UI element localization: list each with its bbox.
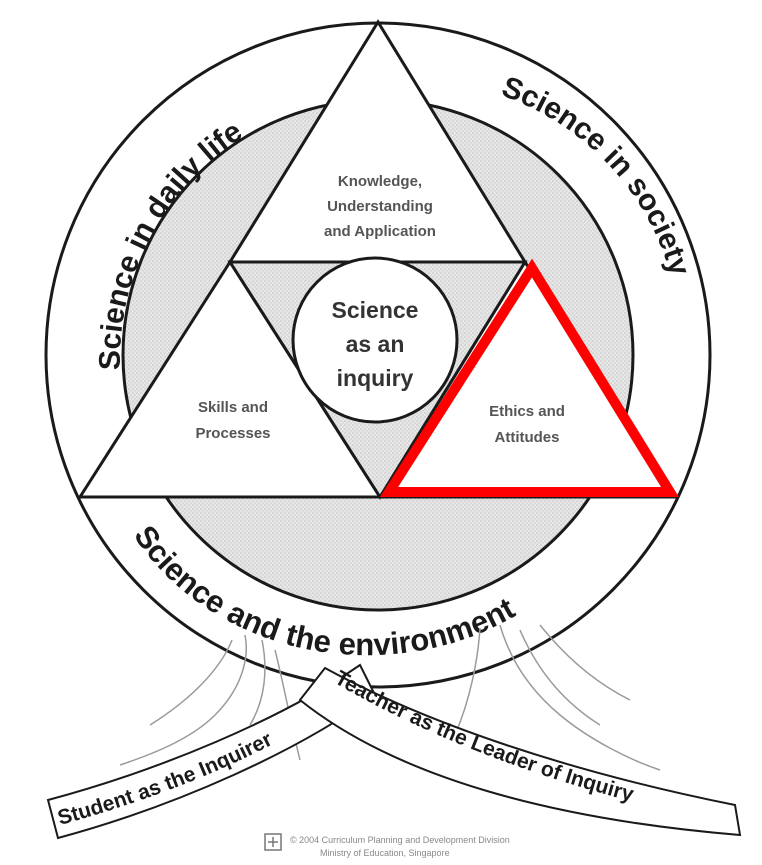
svg-text:Ethics and: Ethics and <box>489 403 565 420</box>
svg-text:and Application: and Application <box>324 223 436 240</box>
svg-text:Processes: Processes <box>195 425 270 442</box>
svg-text:Understanding: Understanding <box>327 198 433 215</box>
svg-text:Attitudes: Attitudes <box>495 429 560 446</box>
label-knowledge: Knowledge, Understanding and Application <box>324 173 436 240</box>
copyright-line-2: Ministry of Education, Singapore <box>320 848 450 858</box>
svg-text:as an: as an <box>346 331 405 357</box>
svg-text:inquiry: inquiry <box>337 365 414 391</box>
crest-icon <box>265 834 281 850</box>
ribbon-label-student: Student as the Inquirer <box>55 728 276 830</box>
svg-text:Skills and: Skills and <box>198 399 268 416</box>
svg-text:Knowledge,: Knowledge, <box>338 173 422 190</box>
svg-text:Science: Science <box>332 297 419 323</box>
copyright-line-1: © 2004 Curriculum Planning and Developme… <box>290 835 510 845</box>
